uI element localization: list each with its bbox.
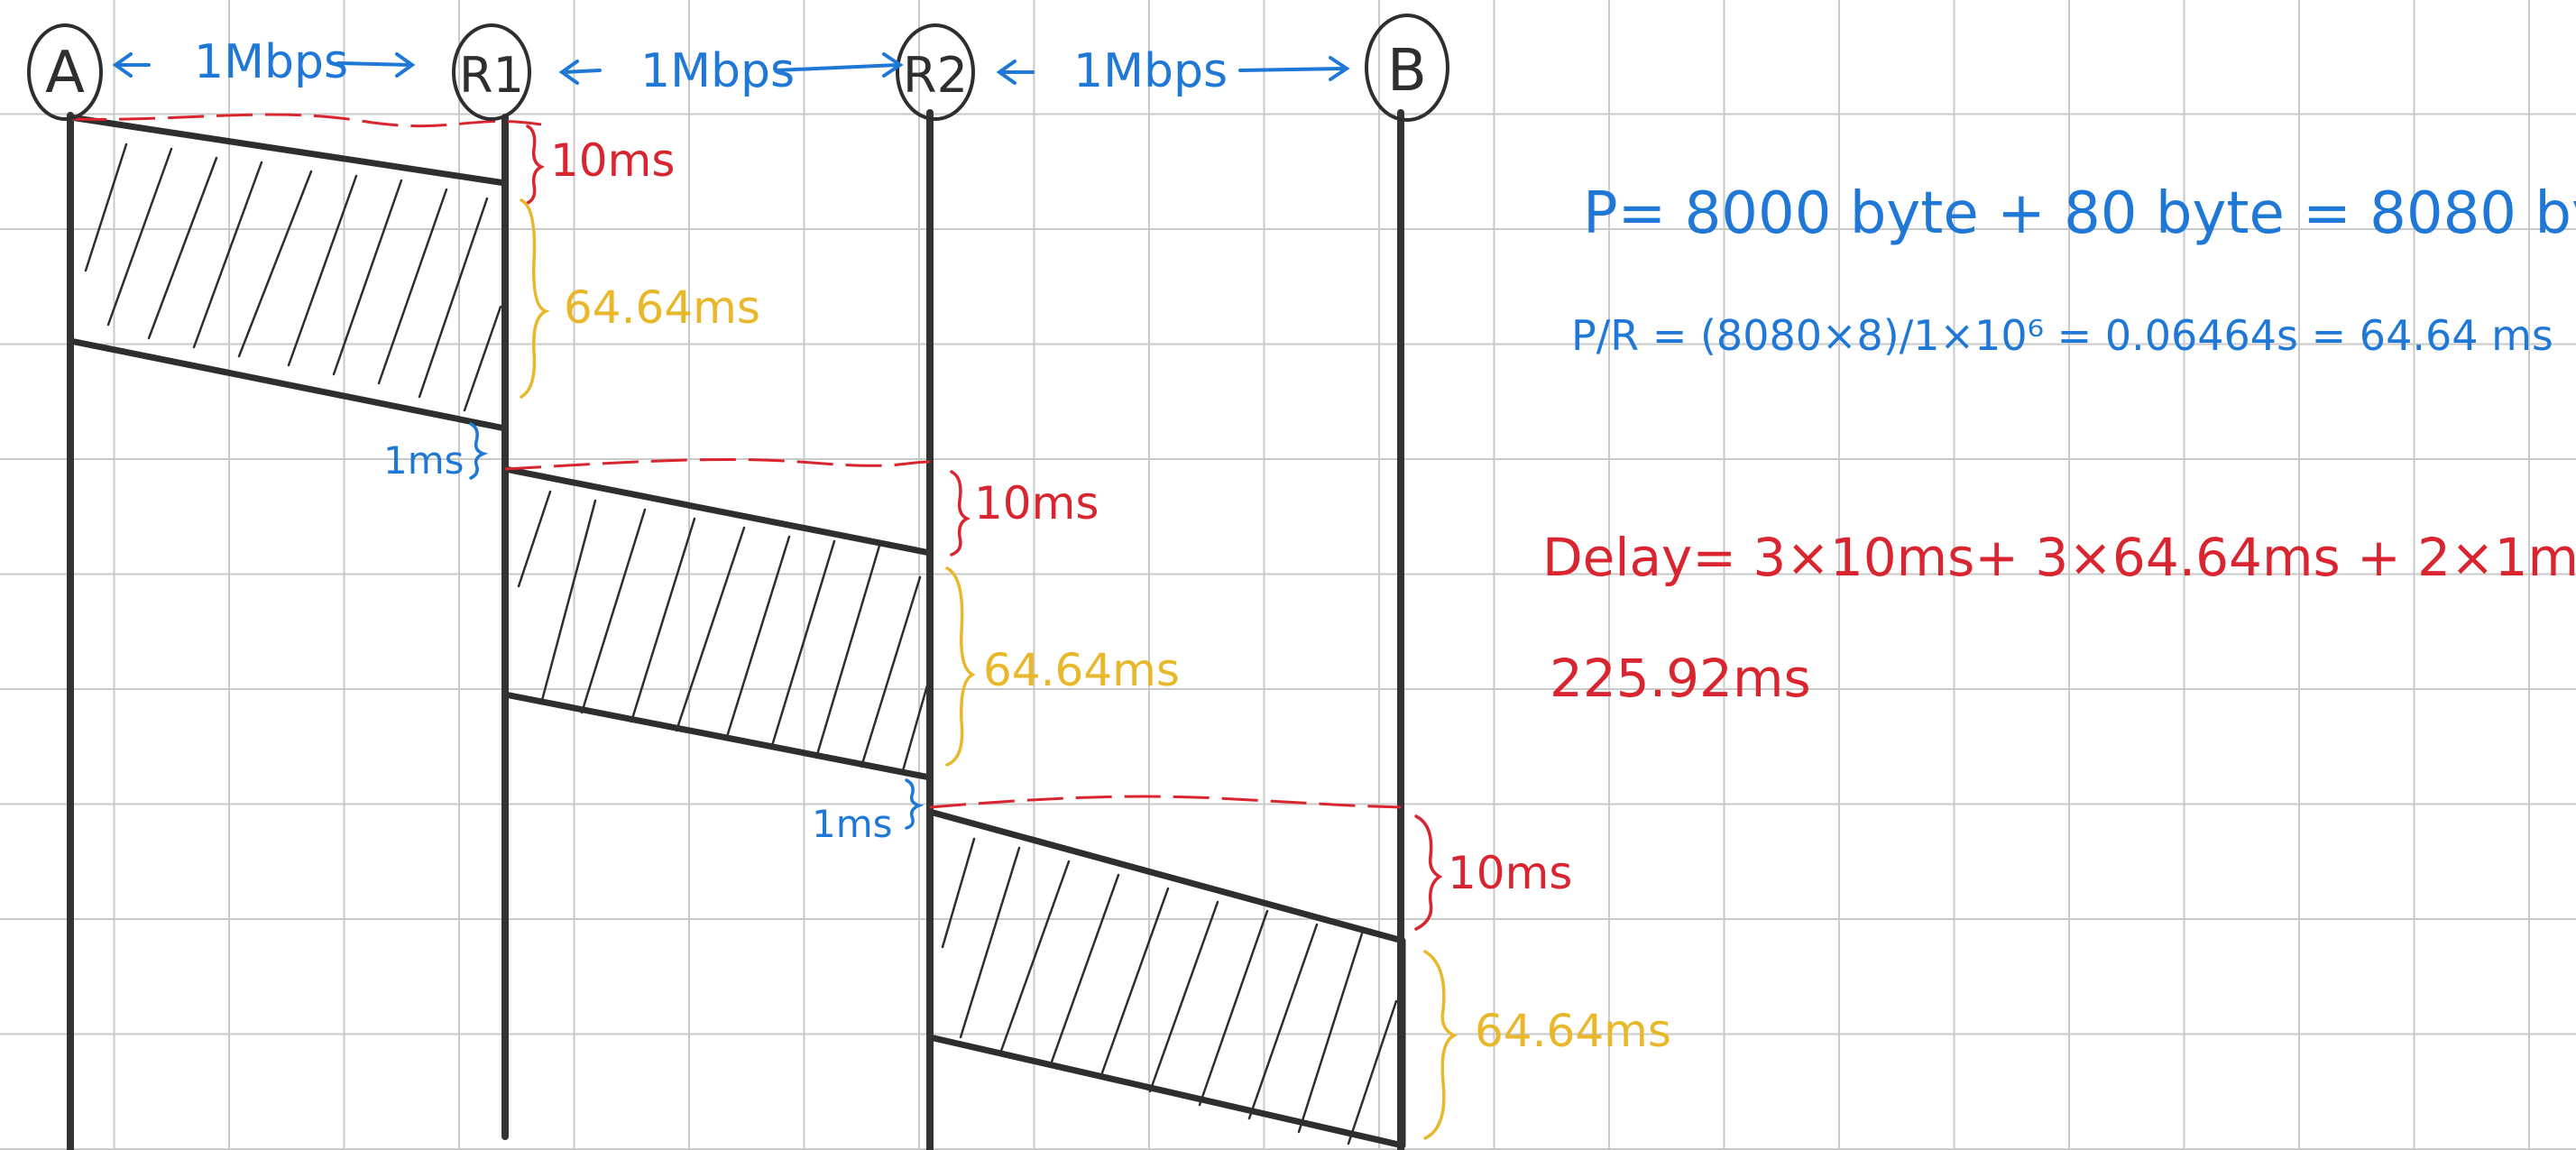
prop-delay-hop1: 10ms	[550, 134, 675, 187]
trans-delay-hop2: 64.64ms	[983, 644, 1180, 696]
link-rate-r1-r2: 1Mbps	[640, 44, 795, 98]
formula-total-delay-line2: 225.92ms	[1550, 648, 1811, 709]
processing-delay-r2: 1ms	[812, 802, 893, 846]
node-r2-circle	[896, 23, 975, 121]
processing-delay-r1: 1ms	[383, 438, 465, 483]
link-arrows	[112, 52, 1350, 85]
formula-transmission-delay: P/R = (8080×8)/1×10⁶ = 0.06464s = 64.64 …	[1571, 311, 2553, 360]
formula-total-delay-line1: Delay= 3×10ms+ 3×64.64ms + 2×1ms =	[1542, 527, 2576, 588]
packet-hop1	[67, 114, 509, 432]
packet-hop2	[501, 465, 934, 781]
link-rate-r2-b: 1Mbps	[1073, 44, 1228, 98]
node-r1-circle	[452, 23, 531, 121]
node-a-label: A	[45, 40, 85, 106]
packet-hop3	[926, 808, 1406, 1149]
link-rate-a-r1: 1Mbps	[194, 35, 348, 89]
node-b-circle	[1365, 14, 1449, 122]
nodes	[27, 14, 1449, 122]
prop-delay-hop3: 10ms	[1448, 847, 1572, 899]
trans-delay-hop1: 64.64ms	[564, 281, 760, 334]
braces	[469, 124, 1458, 1140]
node-r1-label: R1	[459, 47, 524, 104]
node-a-circle	[27, 23, 103, 121]
trans-delay-hop3: 64.64ms	[1475, 1005, 1671, 1057]
hatching	[84, 143, 1398, 1145]
node-b-label: B	[1387, 38, 1427, 105]
formula-packet-size: P= 8000 byte + 80 byte = 8080 byte	[1583, 180, 2576, 247]
timelines	[67, 109, 1404, 1150]
node-r2-label: R2	[903, 47, 968, 104]
prop-delay-hop2: 10ms	[974, 477, 1099, 529]
propagation-marks	[69, 113, 1402, 809]
packet-parallelograms	[67, 114, 1406, 1149]
